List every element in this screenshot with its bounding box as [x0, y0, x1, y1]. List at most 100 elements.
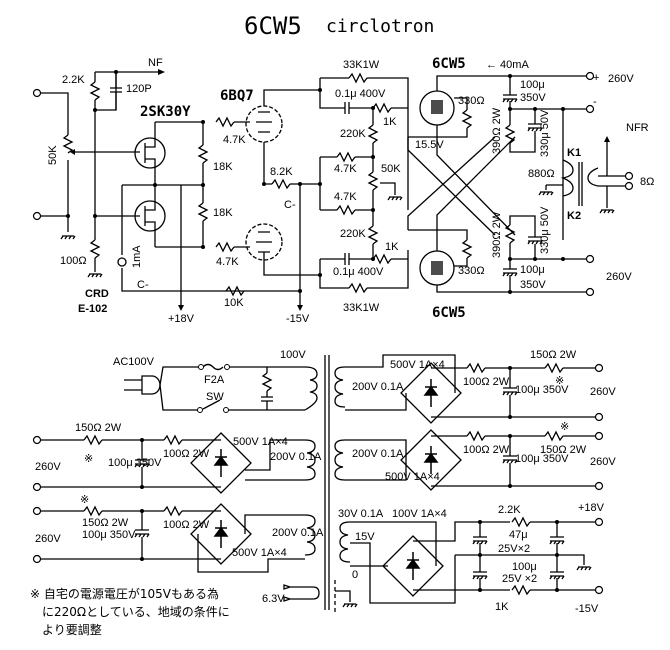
- supply-2-r1: 100Ω 2W: [463, 444, 510, 456]
- pot-50k: [63, 134, 73, 154]
- lv-cap-bot: 100μ: [512, 561, 537, 573]
- supply-4-bridge: 500V 1A×4: [232, 547, 287, 559]
- label-15v5: 15.5V: [415, 139, 444, 151]
- supply-2-out: 260V: [590, 456, 616, 468]
- supply-2-neg-terminal[interactable]: [594, 481, 604, 491]
- supply-1-neg-terminal[interactable]: [594, 412, 604, 422]
- lv-winding: 30V 0.1A: [338, 508, 384, 520]
- title-sub: circlotron: [326, 16, 434, 37]
- label-sw: SW: [206, 391, 224, 403]
- label-cap-100-bot: 100μ: [520, 264, 545, 276]
- supply-2-r2: 150Ω 2W: [540, 444, 587, 456]
- label-c-bot: 0.1μ 400V: [333, 266, 384, 278]
- crd-part: E-102: [78, 303, 107, 315]
- supply-1-r1: 100Ω 2W: [463, 376, 510, 388]
- label-330-bot: 330Ω: [458, 265, 485, 277]
- label-260-top: 260V: [608, 73, 634, 85]
- resistor-100: [90, 239, 100, 259]
- label-minus15: -15V: [286, 313, 310, 325]
- label-nf: NF: [148, 57, 163, 69]
- supply-4-pos-terminal[interactable]: [32, 506, 42, 516]
- supply-2-pos-terminal[interactable]: [594, 431, 604, 441]
- label-plus18: +18V: [168, 313, 195, 325]
- supply-2-cap: 100μ 350V: [515, 453, 569, 465]
- supply-3-r2: 150Ω 2W: [75, 422, 122, 434]
- supply-4-r2: 150Ω 2W: [82, 517, 129, 529]
- label-pot-50k-bias: 50K: [381, 163, 401, 175]
- tube-6cw5-top-label: 6CW5: [432, 56, 466, 72]
- supply-2-bridge: 500V 1A×4: [385, 471, 440, 483]
- transformer-primary: [304, 366, 318, 411]
- footnote: ※ 自宅の電源電圧が105Vもある為 に220Ωとしている、地域の条件に より要…: [30, 585, 230, 639]
- supply-3-mark: ※: [84, 453, 93, 465]
- supply-2-winding: 200V 0.1A: [352, 448, 404, 460]
- supply-4: 200V 0.1A 500V 1A×4 100Ω 2W 100μ 350V 15…: [32, 494, 324, 573]
- supply-1-pos-terminal[interactable]: [594, 363, 604, 373]
- supply-1: 200V 0.1A 500V 1A×4 100Ω 2W 100μ 350V 15…: [334, 349, 616, 424]
- label-100: 100Ω: [60, 255, 87, 267]
- label-4k7-bot: 4.7K: [216, 256, 239, 268]
- supply-1-mark: ※: [555, 375, 564, 387]
- footnote-line-2: に220Ωとしている、地域の条件に: [42, 605, 230, 619]
- supply-3: 200V 0.1A 500V 1A×4 100Ω 2W 100μ 350V 15…: [32, 422, 322, 494]
- label-4k7-bias-a: 4.7K: [334, 163, 357, 175]
- supply-4-mark: ※: [80, 494, 89, 506]
- crd-label: CRD: [85, 288, 109, 300]
- fet-top: [134, 137, 166, 169]
- label-220k-bot: 220K: [340, 228, 366, 240]
- label-4k7-bias-b: 4.7K: [334, 191, 357, 203]
- transformer-core: [324, 355, 330, 610]
- plug-icon: [124, 375, 161, 395]
- label-4k7-top: 4.7K: [223, 134, 246, 146]
- lv-cap-bot-v: 25V ×2: [502, 573, 537, 585]
- supply-1-bridge: 500V 1A×4: [390, 359, 445, 371]
- supply-3-bridge: 500V 1A×4: [233, 436, 288, 448]
- footnote-line-1: ※ 自宅の電源電圧が105Vもある為: [30, 587, 219, 601]
- label-100v: 100V: [280, 349, 306, 361]
- lv-tap: 15V: [355, 531, 375, 543]
- tube-6cw5-bottom-label: 6CW5: [432, 305, 466, 321]
- speaker-terminal-b[interactable]: [624, 181, 634, 191]
- lv-cap-top-v: 25V×2: [498, 543, 530, 555]
- supply-3-winding: 200V 0.1A: [270, 451, 322, 463]
- supply-3-neg-terminal[interactable]: [32, 482, 42, 492]
- minus15-terminal[interactable]: [594, 585, 604, 595]
- label-ac100v: AC100V: [113, 356, 155, 368]
- supply-1-winding: 200V 0.1A: [352, 381, 404, 393]
- label-k2: K2: [567, 210, 581, 222]
- speaker-terminal-a[interactable]: [624, 171, 634, 181]
- supply-4-out: 260V: [35, 533, 61, 545]
- label-1k-bot: 1K: [385, 241, 399, 253]
- opt-primary: [560, 159, 574, 197]
- b-plus-bot-neg-terminal[interactable]: [585, 254, 595, 264]
- supply-1-out: 260V: [590, 386, 616, 398]
- switch-icon[interactable]: [202, 399, 305, 411]
- lv-bridge: 100V 1A×4: [392, 508, 447, 520]
- crd-icon: [117, 257, 127, 267]
- lv-out-pos: +18V: [578, 502, 605, 514]
- label-minus: -: [593, 96, 597, 108]
- label-nfr: NFR: [626, 122, 649, 134]
- supply-4-winding: 200V 0.1A: [272, 527, 324, 539]
- input-terminal-bottom[interactable]: [32, 211, 42, 221]
- label-390-bot: 390Ω 2W: [491, 211, 503, 258]
- supply-3-pos-terminal[interactable]: [32, 435, 42, 445]
- plus18-terminal[interactable]: [594, 517, 604, 527]
- b-plus-bot-pos-terminal[interactable]: [585, 287, 595, 297]
- input-terminal-top[interactable]: [32, 88, 42, 98]
- label-plus: +: [593, 72, 599, 84]
- label-1ma: 1mA: [131, 245, 143, 268]
- supply-2-mark: ※: [560, 421, 569, 433]
- label-fuse: F2A: [204, 374, 225, 386]
- fet-bottom: [134, 200, 166, 232]
- label-c-minus-b: C-: [284, 199, 296, 211]
- tube-6bq7-bottom: [245, 223, 283, 261]
- label-10k: 10K: [224, 297, 244, 309]
- title-main: 6CW5: [244, 12, 302, 40]
- fet-label: 2SK30Y: [140, 104, 191, 120]
- label-18k-b: 18K: [213, 207, 233, 219]
- label-1k-top: 1K: [383, 116, 397, 128]
- supply-4-neg-terminal[interactable]: [32, 554, 42, 564]
- label-2k2: 2.2K: [62, 74, 85, 86]
